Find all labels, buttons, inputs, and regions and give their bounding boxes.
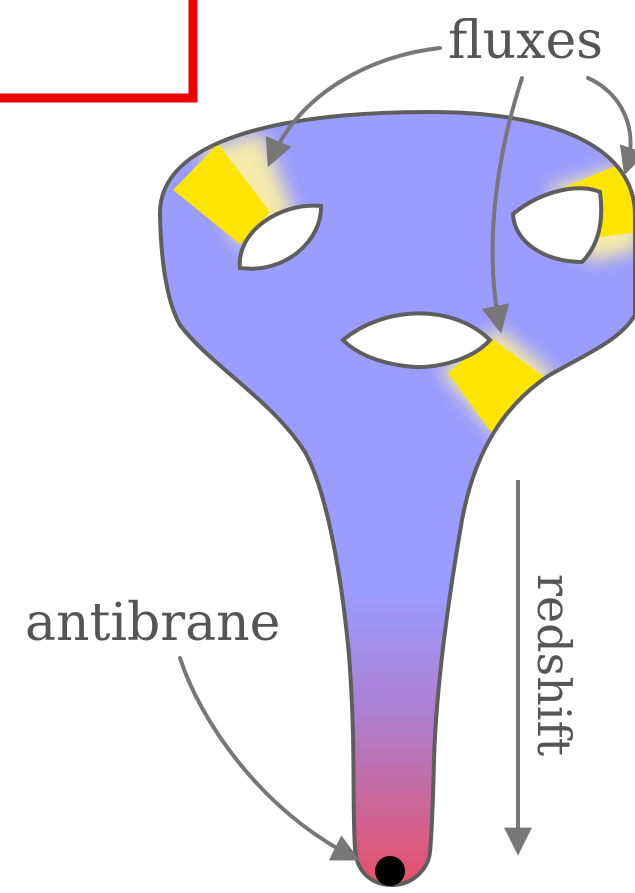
redshift-label: redshift	[527, 574, 581, 757]
antibrane-label: antibrane	[25, 593, 280, 653]
antibrane-dot	[375, 856, 405, 886]
fluxes-label: fluxes	[448, 11, 603, 71]
red-frame	[0, 0, 193, 98]
antibrane-arrow	[180, 658, 355, 858]
